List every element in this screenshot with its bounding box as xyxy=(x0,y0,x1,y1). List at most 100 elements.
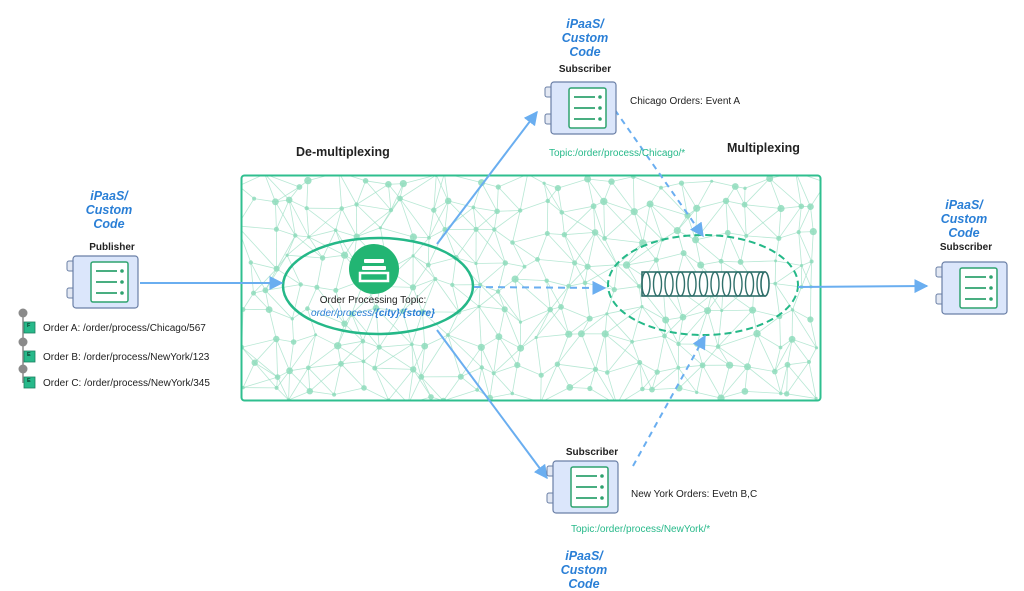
mesh-link xyxy=(310,364,341,391)
mesh-node xyxy=(377,345,382,350)
mesh-node xyxy=(400,180,407,187)
mesh-node xyxy=(511,276,518,283)
mesh-node xyxy=(640,387,645,392)
mesh-node xyxy=(545,279,549,283)
subscriber-right-server-icon xyxy=(936,262,1007,314)
mesh-node xyxy=(333,288,338,293)
mesh-node xyxy=(720,309,723,312)
mesh-link xyxy=(547,201,548,234)
mesh-link xyxy=(640,363,658,373)
mesh-link xyxy=(317,287,336,290)
mesh-node xyxy=(744,234,748,238)
mesh-node xyxy=(273,336,279,342)
mesh-node xyxy=(372,366,377,371)
mesh-node xyxy=(693,205,700,212)
server-part xyxy=(120,269,124,273)
mesh-link xyxy=(515,279,550,310)
mesh-node xyxy=(427,236,431,240)
mesh-node xyxy=(777,205,784,212)
arrow-topic-to-newyork xyxy=(437,330,547,478)
path-prefix: order/process/ xyxy=(311,308,375,319)
mesh-link xyxy=(536,334,569,337)
mesh-node xyxy=(631,208,638,215)
mesh-node xyxy=(605,370,610,375)
mesh-node xyxy=(791,308,794,311)
order-badge: E xyxy=(27,352,31,358)
mesh-node xyxy=(585,264,591,270)
mesh-link xyxy=(561,307,569,334)
mesh-link xyxy=(617,243,643,265)
mesh-link xyxy=(741,261,776,262)
mesh-link xyxy=(775,348,781,372)
mesh-node xyxy=(418,374,424,380)
mesh-link xyxy=(538,234,548,260)
mesh-link xyxy=(413,265,428,287)
mesh-link xyxy=(562,206,594,212)
mesh-node xyxy=(800,264,803,267)
mesh-node xyxy=(695,391,698,394)
mesh-link xyxy=(310,391,334,394)
mesh-link xyxy=(614,265,617,290)
mesh-node xyxy=(591,203,597,209)
subscriber-chicago-label: Chicago Orders: Event A xyxy=(630,96,740,107)
mesh-node xyxy=(389,208,393,212)
mesh-link xyxy=(413,256,435,279)
mesh-link xyxy=(605,238,643,243)
mesh-link xyxy=(810,287,811,320)
mesh-node xyxy=(511,392,515,396)
mesh-node xyxy=(291,339,297,345)
subscriber-newyork-label: New York Orders: Evetn B,C xyxy=(631,489,757,500)
mesh-link xyxy=(375,368,389,400)
mesh-link xyxy=(476,230,494,264)
mesh-link xyxy=(787,362,809,394)
mesh-node xyxy=(458,374,464,380)
mesh-link xyxy=(242,347,278,377)
mesh-link xyxy=(413,346,425,369)
mesh-link xyxy=(678,365,702,367)
center-topic-title: Order Processing Topic: xyxy=(283,295,463,306)
mesh-node xyxy=(297,184,303,190)
mesh-node xyxy=(304,177,311,184)
mesh-node xyxy=(547,307,553,313)
mesh-link xyxy=(753,310,780,317)
mesh-link xyxy=(375,368,413,369)
mesh-link xyxy=(541,375,542,402)
mesh-link xyxy=(557,334,568,364)
subscriber-chicago-server-icon xyxy=(545,82,616,134)
mesh-node xyxy=(472,206,476,210)
arrow-topic-to-chicago xyxy=(437,112,537,244)
mesh-node xyxy=(410,366,416,372)
mesh-link xyxy=(243,293,254,309)
mesh-link xyxy=(561,307,590,319)
mesh-node xyxy=(587,316,593,322)
mesh-link xyxy=(445,201,448,230)
mesh-node xyxy=(662,334,667,339)
mesh-node xyxy=(275,386,279,390)
mesh-link xyxy=(793,310,817,348)
mesh-link xyxy=(498,187,520,211)
mesh-link xyxy=(547,281,569,287)
mesh-node xyxy=(773,282,777,286)
mesh-link xyxy=(276,339,277,377)
mesh-link xyxy=(476,264,480,285)
mesh-node xyxy=(578,330,585,337)
mesh-node xyxy=(583,281,588,286)
mesh-link xyxy=(779,209,781,239)
mesh-link xyxy=(357,210,391,237)
mesh-link xyxy=(711,295,722,311)
mesh-node xyxy=(587,386,592,391)
mesh-link xyxy=(400,175,436,199)
mesh-node xyxy=(637,284,641,288)
mesh-link xyxy=(536,338,541,376)
provider-line-2: Custom xyxy=(54,203,164,217)
mesh-node xyxy=(779,392,783,396)
mesh-link xyxy=(607,314,632,342)
mesh-link xyxy=(445,207,474,229)
mesh-link xyxy=(255,363,278,377)
mesh-node xyxy=(785,362,791,368)
mesh-link xyxy=(521,310,551,349)
mesh-link xyxy=(643,204,650,243)
mesh-node xyxy=(235,224,239,228)
path-store: {store} xyxy=(403,308,435,319)
mesh-link xyxy=(796,172,802,206)
